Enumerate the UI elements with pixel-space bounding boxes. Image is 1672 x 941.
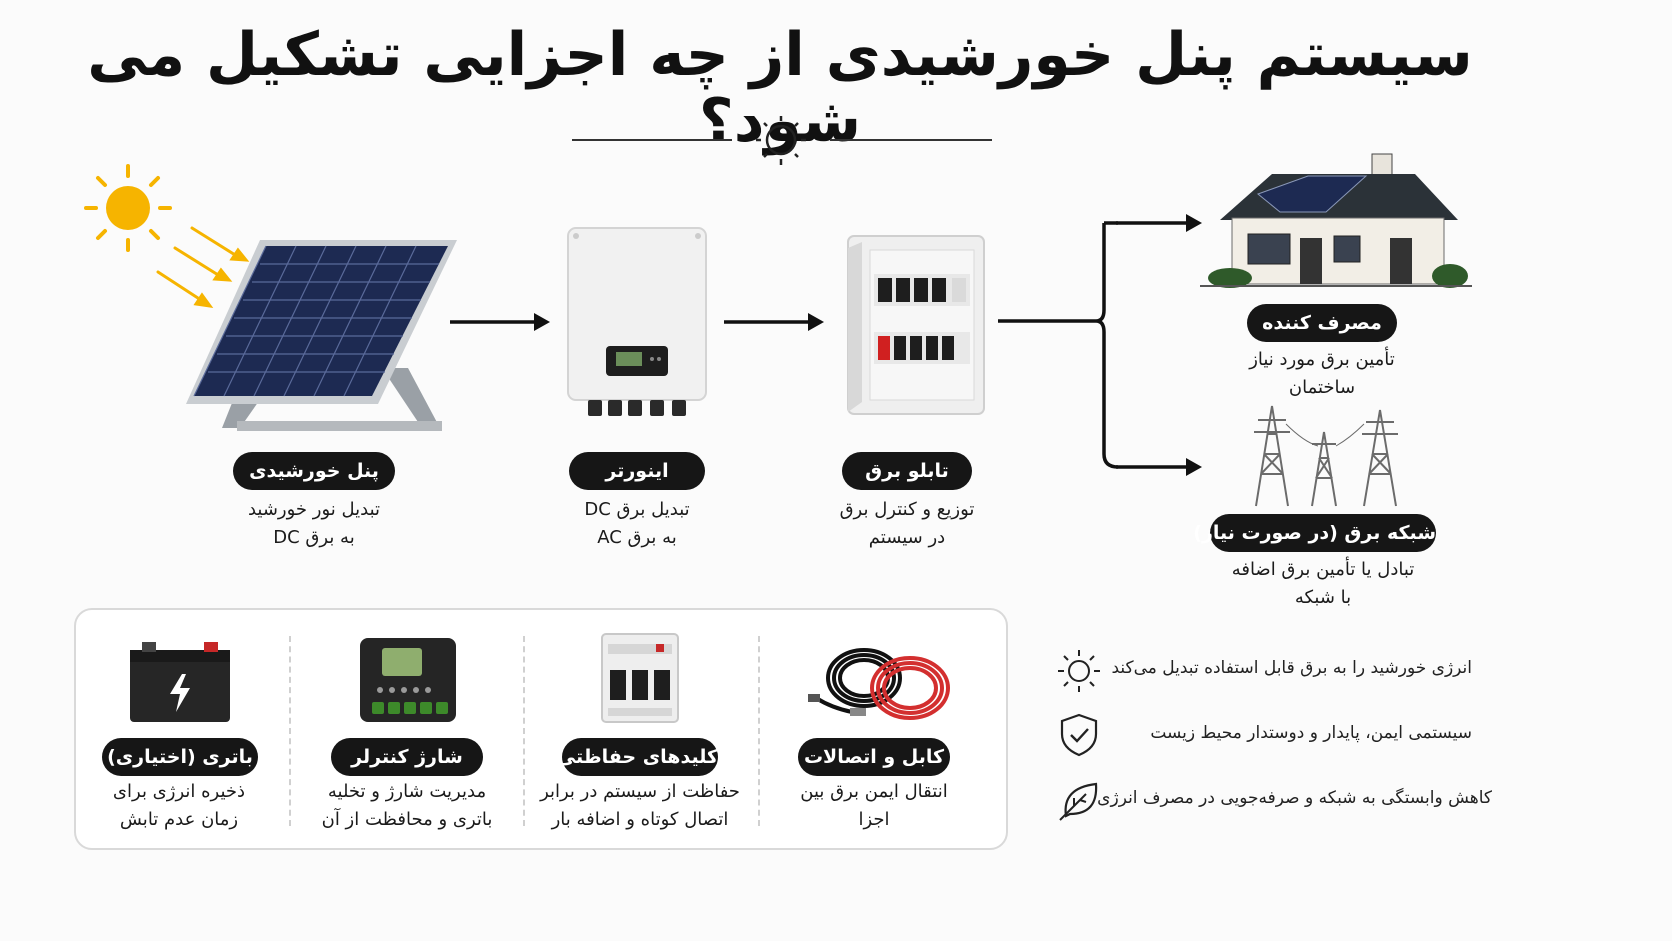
label-battery: باتری (اختیاری) <box>102 738 258 776</box>
grid-towers-image <box>1254 405 1398 507</box>
sun-icon <box>84 164 250 308</box>
switchboard-image <box>847 235 985 415</box>
desc-solar-panel: تبدیل نور خورشید به برق DC <box>247 499 381 548</box>
leaf-icon <box>1059 782 1098 821</box>
house-image <box>1200 153 1472 288</box>
label-consumer: مصرف کننده <box>1247 304 1397 342</box>
desc-switchboard: توزیع و کنترل برق در سیستم <box>839 499 975 548</box>
feature-text: سیستمی ایمن، پایدار و دوستدار محیط زیست <box>1150 723 1472 743</box>
inverter-image <box>567 227 707 416</box>
battery-image <box>130 642 230 722</box>
label-grid: شبکه برق (در صورت نیاز) <box>1193 514 1436 552</box>
sun-icon <box>1058 650 1100 692</box>
page-title: سیستم پنل خورشیدی از چه اجزایی تشکیل می … <box>87 20 1473 156</box>
label-charge-controller: شارژ کنترلر <box>331 738 483 776</box>
label-protective-switches: کلیدهای حفاظتی <box>557 738 718 776</box>
divider <box>758 636 760 826</box>
feature-text: انرژی خورشید را به برق قابل استفاده تبدی… <box>1111 658 1472 678</box>
arrow-panel-to-inverter <box>450 313 550 331</box>
feature-text: کاهش وابستگی به شبکه و صرفه‌جویی در مصرف… <box>1097 788 1492 808</box>
desc-battery: ذخیره انرژی برای زمان عدم تابش <box>112 781 246 830</box>
desc-protective-switches: حفاظت از سیستم در برابر اتصال کوتاه و اض… <box>540 781 740 830</box>
divider-sun-icon <box>756 116 806 165</box>
arrow-split-to-outputs <box>998 214 1202 476</box>
desc-consumer: تأمین برق مورد نیاز ساختمان <box>1249 349 1395 398</box>
divider <box>523 636 525 826</box>
desc-grid: تبادل یا تأمین برق اضافه با شبکه <box>1231 559 1415 608</box>
title-divider <box>572 116 992 165</box>
desc-inverter: تبدیل برق DC به برق AC <box>584 499 690 548</box>
charge-controller-image <box>360 638 456 722</box>
label-cables: کابل و اتصالات <box>798 738 950 776</box>
desc-charge-controller: مدیریت شارژ و تخلیه باتری و محافظت از آن <box>321 781 493 830</box>
cables-image <box>808 648 950 720</box>
label-switchboard: تابلو برق <box>842 452 972 490</box>
shield-check-icon <box>1060 713 1098 757</box>
desc-cables: انتقال ایمن برق بین اجزا <box>800 781 948 830</box>
label-inverter: اینورتر <box>569 452 705 490</box>
divider <box>289 636 291 826</box>
label-solar-panel: پنل خورشیدی <box>233 452 395 490</box>
solar-panel-image <box>186 240 457 431</box>
arrow-inverter-to-switchboard <box>724 313 824 331</box>
accessories-panel <box>74 608 1008 850</box>
protective-switches-image <box>601 633 679 723</box>
